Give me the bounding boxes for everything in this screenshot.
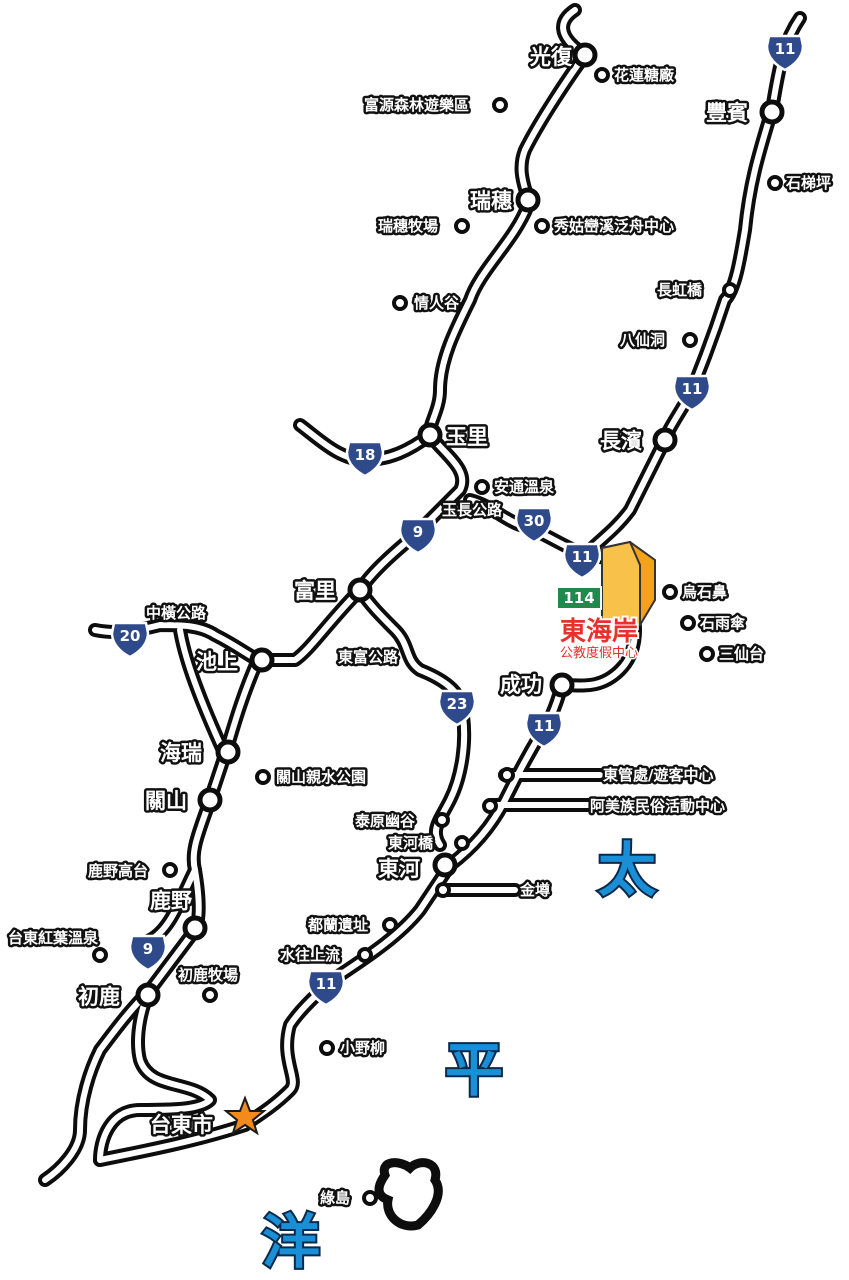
svg-text:初鹿牧場: 初鹿牧場 (178, 966, 238, 984)
town-marker-icon (347, 577, 373, 603)
svg-text:烏石鼻: 烏石鼻 (682, 583, 727, 601)
svg-text:9: 9 (413, 523, 423, 541)
svg-text:18: 18 (355, 446, 376, 464)
svg-text:石梯坪: 石梯坪 (785, 174, 831, 192)
town-marker-icon (135, 982, 161, 1008)
town-marker-icon (249, 647, 275, 673)
svg-text:花蓮糖廠: 花蓮糖廠 (614, 66, 675, 84)
svg-text:11: 11 (316, 975, 337, 993)
svg-text:瑞穗牧場: 瑞穗牧場 (378, 217, 438, 235)
svg-text:平: 平 (445, 1036, 503, 1104)
town-label: 長濱 (600, 429, 642, 453)
town-label: 豐賓 (706, 101, 748, 125)
town-marker-icon (515, 187, 541, 213)
svg-text:30: 30 (524, 512, 545, 530)
svg-text:小野柳: 小野柳 (340, 1039, 385, 1057)
svg-text:東富公路: 東富公路 (338, 648, 399, 666)
route-shield-icon: 11 (306, 969, 346, 1007)
svg-text:秀姑巒溪泛舟中心: 秀姑巒溪泛舟中心 (553, 217, 674, 235)
svg-text:關山親水公園: 關山親水公園 (276, 768, 366, 786)
brand-name: 東海岸 (560, 617, 638, 647)
svg-text:11: 11 (534, 717, 555, 735)
svg-text:23: 23 (447, 695, 468, 713)
svg-text:鹿野高台: 鹿野高台 (88, 862, 148, 880)
town-label: 初鹿 (78, 985, 120, 1009)
green-island-shape (374, 1158, 443, 1231)
svg-text:中橫公路: 中橫公路 (146, 604, 207, 622)
route-shield-icon: 11 (562, 542, 602, 580)
ocean-label: 太 平 洋 (260, 834, 658, 1278)
town-label: 台東市 (150, 1113, 213, 1137)
svg-text:情人谷: 情人谷 (414, 294, 460, 312)
town-labels: 光復 瑞穗 豐賓 長濱 玉里 富里 池上 海瑞 關山 鹿野 初鹿 台東市 成功 … (76, 43, 751, 1140)
poi-labels: 花蓮糖廠 富源森林遊樂區 瑞穗牧場 秀姑巒溪泛舟中心 情人谷 石梯坪 長虹橋 八… (6, 64, 834, 1210)
town-label: 光復 (529, 45, 573, 69)
route-shield-icon: 11 (765, 34, 805, 72)
svg-text:石雨傘: 石雨傘 (699, 614, 746, 632)
svg-text:台東紅葉溫泉: 台東紅葉溫泉 (8, 929, 99, 947)
svg-text:八仙洞: 八仙洞 (619, 331, 665, 349)
route-shield-icon: 20 (110, 621, 150, 659)
route-shield-icon: 11 (672, 374, 712, 412)
svg-text:11: 11 (572, 548, 593, 566)
svg-text:東管處/遊客中心: 東管處/遊客中心 (603, 766, 713, 784)
town-label: 富里 (294, 579, 336, 603)
town-marker-icon (215, 739, 241, 765)
town-label: 玉里 (446, 425, 488, 449)
brand-marker: 114 東海岸 公教度假中心 (556, 540, 656, 663)
svg-text:水往上流: 水往上流 (280, 946, 340, 964)
svg-text:都蘭遺址: 都蘭遺址 (307, 916, 368, 934)
poi-markers (92, 67, 783, 1206)
town-label: 瑞穗 (470, 189, 512, 213)
town-label: 池上 (196, 650, 238, 674)
route-shields: 11 11 11 11 11 18 9 9 30 20 23 (110, 34, 805, 1007)
town-marker-icon (759, 99, 785, 125)
town-label: 關山 (145, 789, 187, 813)
svg-text:11: 11 (682, 380, 703, 398)
route-shield-icon: 18 (345, 440, 385, 478)
svg-text:太: 太 (598, 836, 656, 904)
town-marker-icon (549, 672, 575, 698)
svg-text:金墫: 金墫 (519, 881, 550, 899)
town-marker-icon (197, 787, 223, 813)
svg-text:114: 114 (563, 589, 594, 607)
star-icon (223, 1095, 267, 1136)
svg-text:富源森林遊樂區: 富源森林遊樂區 (364, 96, 469, 114)
svg-text:安通溫泉: 安通溫泉 (494, 478, 555, 496)
route-shield-icon: 11 (524, 711, 564, 749)
town-marker-icon (417, 422, 443, 448)
svg-text:11: 11 (775, 40, 796, 58)
svg-text:洋: 洋 (262, 1208, 320, 1276)
svg-text:阿美族民俗活動中心: 阿美族民俗活動中心 (590, 797, 725, 815)
svg-text:三仙台: 三仙台 (719, 645, 764, 663)
town-label: 海瑞 (160, 741, 202, 765)
svg-text:玉長公路: 玉長公路 (442, 501, 503, 519)
town-marker-icon (572, 42, 598, 68)
town-marker-icon (652, 427, 678, 453)
town-marker-icon (182, 915, 208, 941)
building-icon (601, 540, 656, 627)
svg-text:東河橋: 東河橋 (388, 834, 434, 852)
town-label: 東河 (378, 857, 420, 881)
route-114-sign (556, 586, 602, 610)
svg-text:9: 9 (143, 940, 153, 958)
town-label: 成功 (500, 673, 542, 697)
svg-text:20: 20 (120, 627, 141, 645)
route-shield-icon: 23 (437, 689, 477, 727)
route-shield-icon: 9 (128, 934, 168, 972)
town-marker-icon (432, 852, 458, 878)
svg-text:泰原幽谷: 泰原幽谷 (354, 812, 416, 830)
svg-text:長虹橋: 長虹橋 (657, 281, 703, 299)
town-markers (135, 42, 785, 1008)
town-label: 鹿野 (150, 889, 192, 913)
svg-text:綠島: 綠島 (320, 1189, 350, 1207)
brand-subtitle: 公教度假中心 (560, 645, 638, 661)
route-shield-icon: 30 (514, 506, 554, 544)
route-shield-icon: 9 (398, 517, 438, 555)
